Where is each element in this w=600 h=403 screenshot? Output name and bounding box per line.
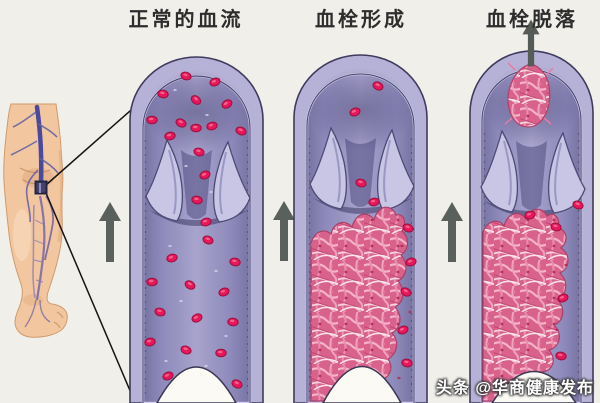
up-arrow-icon <box>441 202 463 262</box>
up-arrow-icon <box>273 201 295 261</box>
embolus-clot <box>504 62 554 128</box>
vessel-cutaway-arch <box>156 366 237 403</box>
leg-veins <box>10 104 59 328</box>
stage-label-normal-flow: 正常的血流 <box>128 9 244 31</box>
thrombus <box>310 206 409 402</box>
vessel-thrombus-detachment <box>469 19 594 403</box>
watermark: 头条 @华商健康发布 <box>435 380 594 397</box>
magnifier-callout <box>34 102 140 401</box>
thrombus <box>482 208 569 402</box>
stage-label-thrombus-detachment: 血栓脱落 <box>486 9 578 31</box>
vessel-cutaway-arch <box>322 365 402 403</box>
up-arrow-icon <box>99 202 121 262</box>
vessel-thrombus-formation <box>293 54 428 403</box>
callout-line-bottom <box>45 192 135 401</box>
callout-line-top <box>45 102 140 186</box>
vessel-cutaway-arch <box>491 370 577 403</box>
stage-label-thrombus-formation: 血栓形成 <box>315 9 407 31</box>
vessel-normal-flow <box>129 56 264 403</box>
leg-illustration <box>3 103 68 338</box>
